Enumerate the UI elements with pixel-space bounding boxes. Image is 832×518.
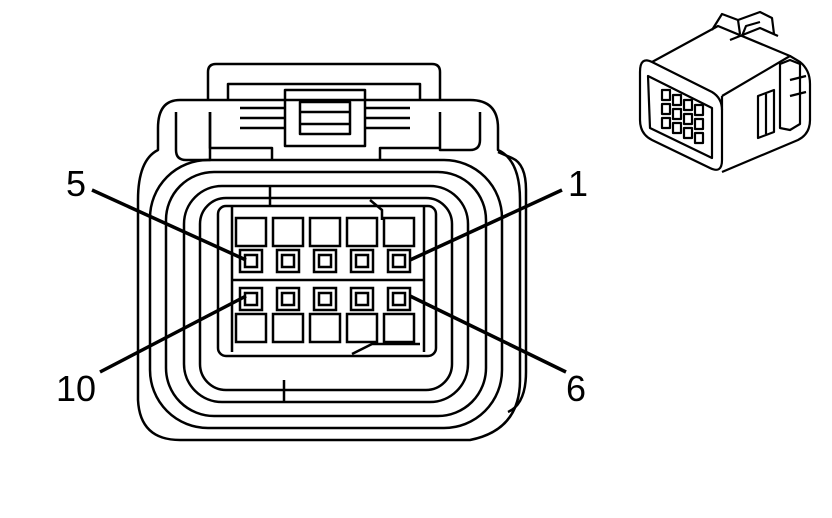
leader-line-pin-6: [409, 294, 567, 374]
terminal-block: [216, 204, 438, 358]
iso-face-cavities: [660, 88, 705, 145]
iso-latch: [711, 10, 779, 42]
terminal-cavity: [382, 216, 416, 274]
terminal-insert: [198, 196, 454, 392]
iso-cavity: [660, 102, 672, 116]
iso-top-face: [651, 24, 792, 97]
leader-line-pin-5: [91, 188, 247, 262]
terminal-cavity: [345, 216, 379, 274]
iso-cavity: [660, 116, 672, 130]
terminal-cavity: [345, 286, 379, 344]
side-rib: [497, 150, 528, 414]
pin-label-1: 1: [568, 163, 588, 204]
pin-label-6: 6: [566, 368, 586, 409]
iso-cavity: [682, 98, 694, 112]
leader-lines: [91, 188, 567, 374]
iso-front-face: [638, 59, 724, 171]
latch-tab: [283, 88, 367, 148]
iso-cavity: [671, 107, 683, 121]
iso-cavity: [693, 131, 705, 145]
latch-tab-inner: [298, 100, 352, 136]
terminal-cavity: [234, 216, 268, 274]
iso-right-face: [721, 55, 812, 174]
iso-cavity: [660, 88, 672, 102]
seal-ring-middle: [164, 170, 488, 418]
connector-outer-shell: [136, 98, 522, 442]
seal-ring-outer: [148, 158, 504, 430]
latch-housing-inner: [226, 82, 422, 100]
latch-housing: [206, 62, 442, 100]
connector-isometric-view: [638, 10, 812, 174]
iso-cavity: [671, 93, 683, 107]
terminal-cavity: [271, 216, 305, 274]
pin-label-10: 10: [56, 368, 96, 409]
terminal-cavity: [308, 216, 342, 274]
terminal-cavities: [234, 216, 416, 344]
iso-cavity: [682, 112, 694, 126]
seal-ring-inner: [182, 184, 470, 404]
terminal-cavity: [234, 286, 268, 344]
leader-line-pin-1: [409, 188, 563, 262]
leader-line-pin-10: [99, 294, 247, 374]
terminal-cavity: [271, 286, 305, 344]
terminal-cavity: [308, 286, 342, 344]
iso-cavity: [682, 126, 694, 140]
terminal-cavity: [382, 286, 416, 344]
connector-face-view: [136, 62, 528, 442]
iso-cavity: [693, 103, 705, 117]
iso-cavity: [671, 121, 683, 135]
iso-cavity: [693, 117, 705, 131]
pin-label-5: 5: [66, 163, 86, 204]
